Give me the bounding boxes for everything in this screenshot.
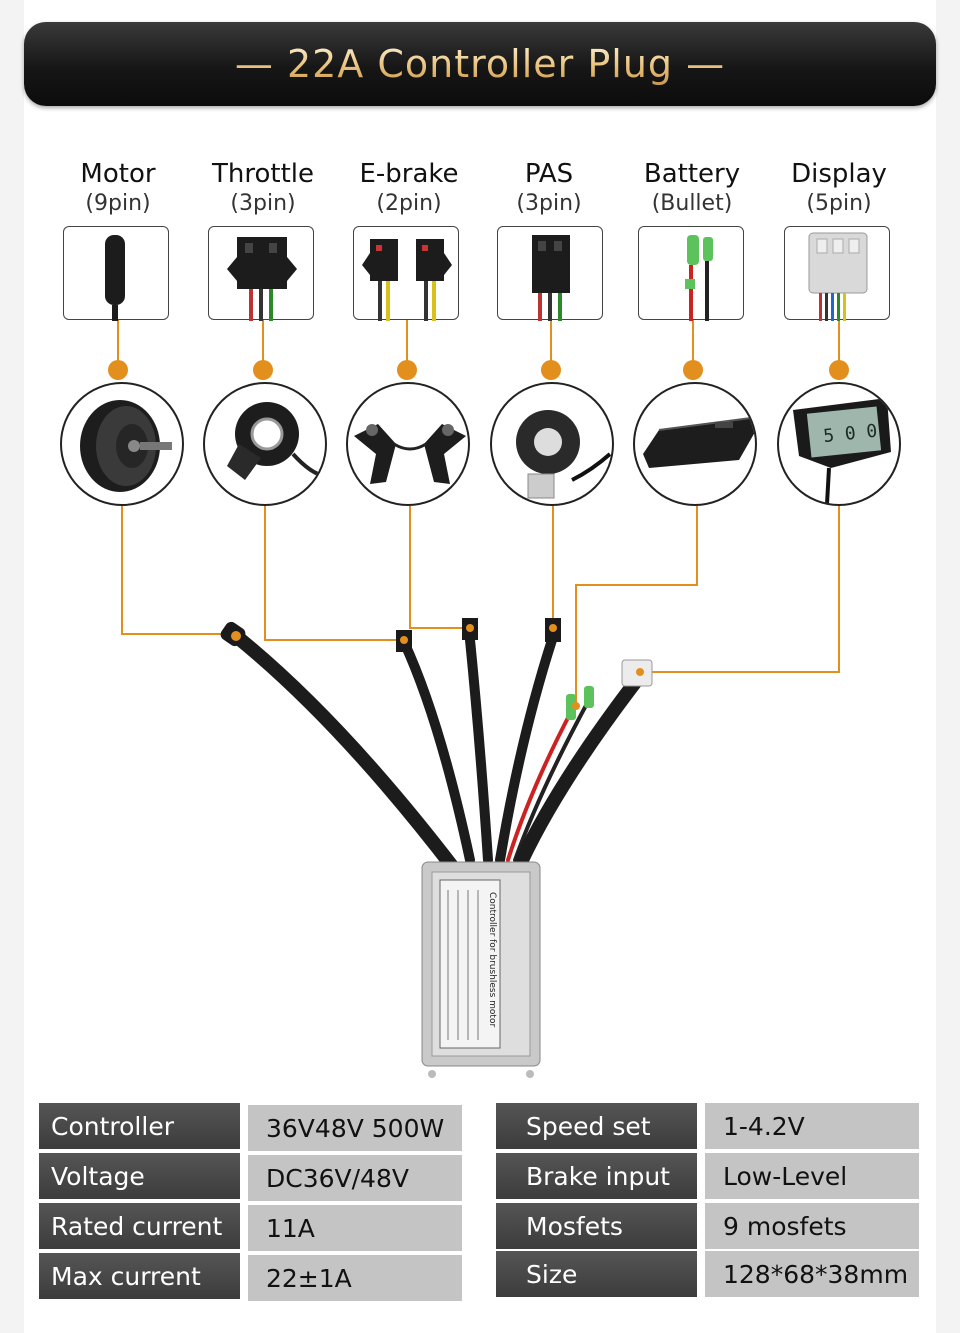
plug-ebrake: E-brake (2pin) (347, 158, 471, 218)
plug-throttle: Throttle (3pin) (201, 158, 325, 218)
throttle-wire (264, 506, 405, 641)
battery-connector-icon (638, 226, 744, 321)
ebrake-link-dot (397, 360, 417, 380)
thumb-throttle-icon (203, 382, 327, 506)
plug-display: Display (5pin) (777, 158, 901, 218)
display-connector-icon (784, 226, 890, 321)
plug-ebrake-pins: (2pin) (376, 191, 442, 216)
plug-battery-name: Battery (643, 159, 741, 189)
plug-display-pins: (5pin) (806, 191, 872, 216)
motor-plug-end (220, 621, 246, 647)
ebrake-wire (409, 506, 470, 629)
spec-rated-current-label: Rated current (39, 1203, 240, 1249)
motor-wire (121, 506, 233, 635)
throttle-connector-icon (208, 226, 314, 321)
spec-controller-label: Controller (39, 1103, 240, 1149)
spec-voltage-label: Voltage (39, 1153, 240, 1199)
spec-controller-value: 36V48V 500W (248, 1105, 462, 1151)
spec-max-current-label: Max current (39, 1253, 240, 1299)
plug-battery: Battery (Bullet) (630, 158, 754, 218)
ebrake-connector-icon (353, 226, 459, 321)
pas-link-dot (541, 360, 561, 380)
plug-motor-pins: (9pin) (85, 191, 151, 216)
plug-pas-name: PAS (524, 159, 574, 189)
battery-link-dot (683, 360, 703, 380)
spec-size-label: Size (496, 1251, 697, 1297)
hub-motor-icon (60, 382, 184, 506)
spec-rated-current-value: 11A (248, 1205, 462, 1251)
plug-throttle-pins: (3pin) (230, 191, 296, 216)
spec-voltage-value: DC36V/48V (248, 1155, 462, 1201)
page-title: — 22A Controller Plug — (234, 42, 726, 86)
spec-brake-input-label: Brake input (496, 1153, 697, 1199)
motor-connector-icon (63, 226, 169, 321)
plug-throttle-name: Throttle (212, 159, 314, 189)
spec-speed-set-value: 1-4.2V (705, 1103, 919, 1149)
plug-battery-pins: (Bullet) (651, 191, 733, 216)
lcd-display-icon: 5 0 0 (777, 382, 901, 506)
spec-size-value: 128*68*38mm (705, 1251, 919, 1297)
controller-box-icon: Controller for brushless motor (421, 861, 541, 1078)
plug-ebrake-name: E-brake (359, 159, 459, 189)
motor-link-dot (108, 360, 128, 380)
title-banner: — 22A Controller Plug — (24, 22, 936, 106)
pas-connector-icon (497, 226, 603, 321)
plug-pas: PAS (3pin) (487, 158, 611, 218)
pas-sensor-icon (490, 382, 614, 506)
spec-mosfets-value: 9 mosfets (705, 1203, 919, 1249)
spec-brake-input-value: Low-Level (705, 1153, 919, 1199)
spec-mosfets-label: Mosfets (496, 1203, 697, 1249)
spec-speed-set-label: Speed set (496, 1103, 697, 1149)
plug-motor: Motor (9pin) (56, 158, 180, 218)
controller-label-text: Controller for brushless motor (487, 892, 497, 1027)
plug-display-name: Display (791, 159, 887, 189)
plug-motor-name: Motor (80, 159, 156, 189)
display-wire (640, 506, 840, 673)
battery-wire (575, 506, 698, 705)
brake-levers-icon (346, 382, 470, 506)
spec-max-current-value: 22±1A (248, 1255, 462, 1301)
display-link-dot (829, 360, 849, 380)
battery-pack-icon (633, 382, 757, 506)
throttle-link-dot (253, 360, 273, 380)
plug-pas-pins: (3pin) (516, 191, 582, 216)
